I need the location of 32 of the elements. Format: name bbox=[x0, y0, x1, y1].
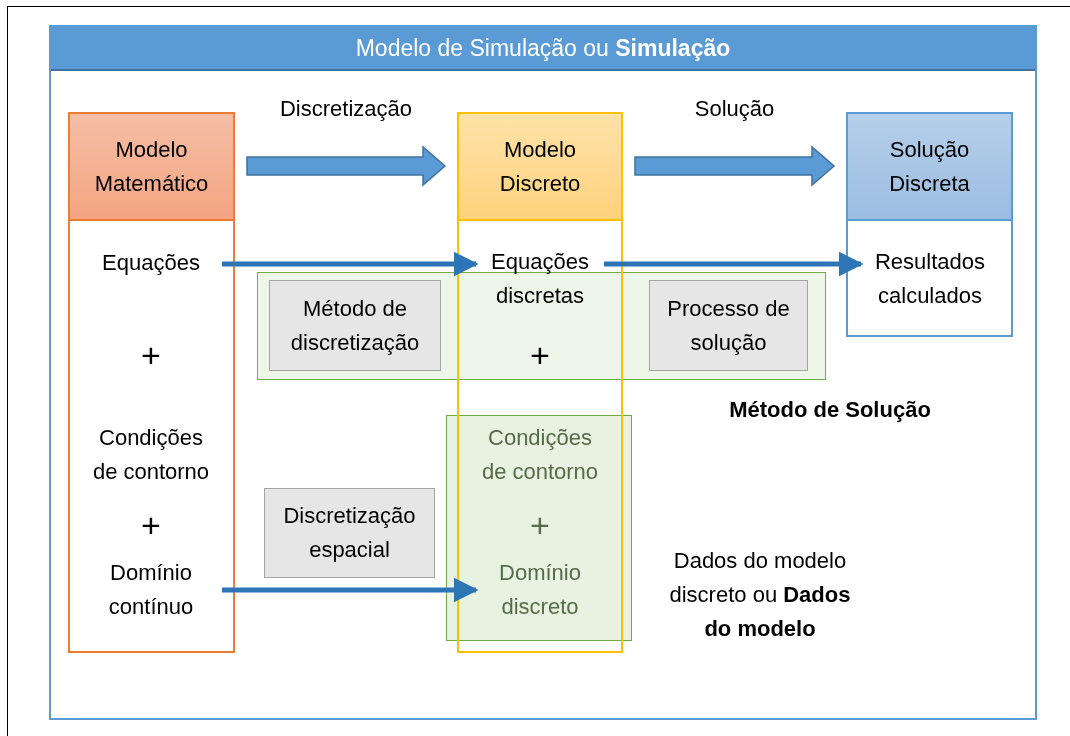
annotation-text: Dados do modelo discreto ou Dados do modelo bbox=[668, 547, 852, 643]
group-band bbox=[257, 272, 826, 380]
plus-sign: + bbox=[141, 508, 161, 542]
node-text: Equações bbox=[80, 246, 222, 280]
arrow bbox=[222, 577, 479, 603]
node-text: Domínio contínuo bbox=[80, 555, 222, 625]
node-text: Resultados calculados bbox=[861, 244, 999, 314]
node-text: Equações discretas bbox=[476, 244, 604, 314]
arrow bbox=[222, 251, 479, 277]
edge-label: Discretização bbox=[280, 95, 412, 123]
plus-sign: + bbox=[141, 338, 161, 372]
block-arrow bbox=[246, 145, 447, 187]
plus-sign: + bbox=[530, 508, 550, 542]
edge-label: Solução bbox=[694, 95, 775, 123]
annotation-text: Método de Solução bbox=[728, 396, 932, 424]
group-box bbox=[446, 415, 632, 641]
node-text: Domínio discreto bbox=[476, 555, 604, 625]
title-text: Modelo de Simulação ou Simulação bbox=[355, 33, 731, 63]
process-box: Processo de solução bbox=[649, 280, 808, 371]
column-box bbox=[68, 112, 235, 653]
header-text: Modelo Matemático bbox=[93, 135, 210, 198]
arrow bbox=[604, 251, 864, 277]
plus-sign: + bbox=[530, 338, 550, 372]
column-box bbox=[846, 112, 1013, 337]
process-box: Método de discretização bbox=[269, 280, 441, 371]
block-arrow bbox=[634, 145, 836, 187]
header-text: Modelo Discreto bbox=[498, 135, 582, 198]
node-text: Condições de contorno bbox=[472, 420, 608, 490]
process-box: Discretização espacial bbox=[264, 488, 435, 578]
node-text: Condições de contorno bbox=[83, 420, 219, 490]
column-box bbox=[457, 112, 623, 653]
header-text: Solução Discreta bbox=[888, 135, 971, 198]
